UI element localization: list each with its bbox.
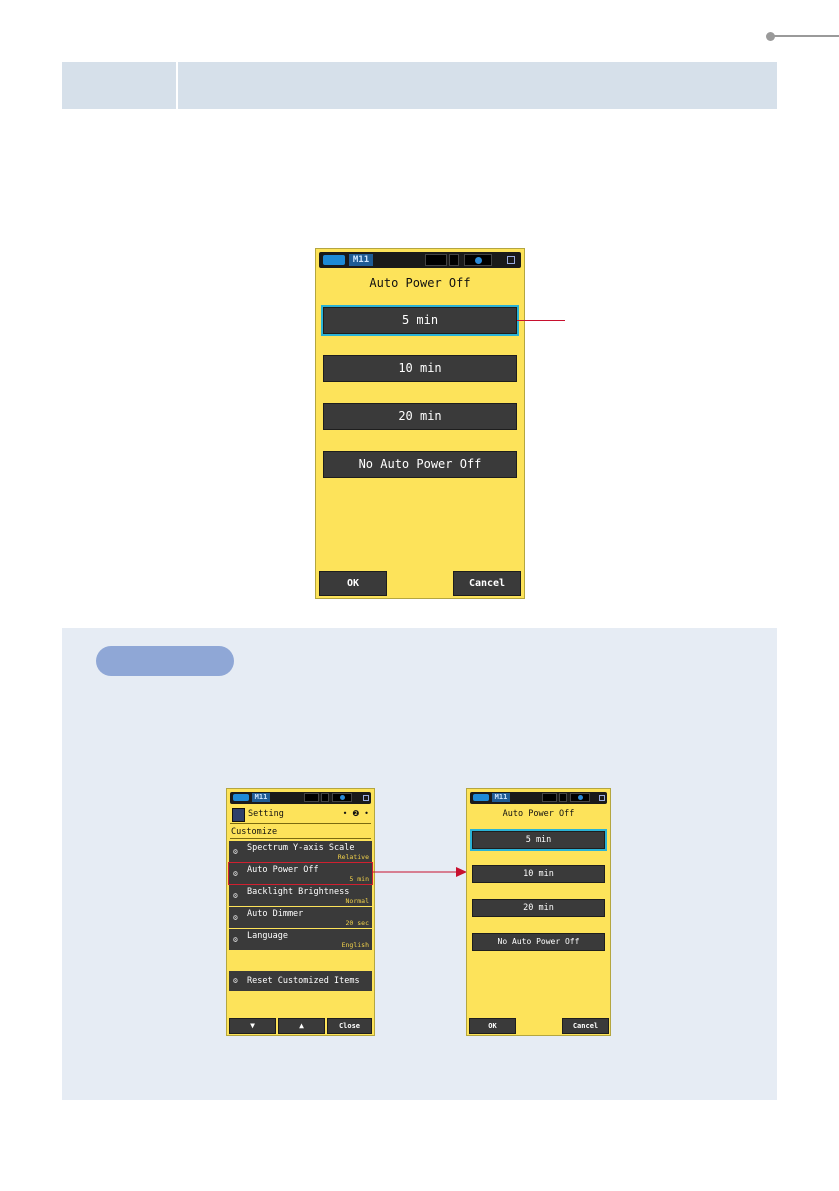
page-marker-dot: [766, 32, 775, 41]
status-cell: [425, 254, 447, 266]
screen-title: Auto Power Off: [502, 809, 575, 819]
setting-value: Relative: [337, 853, 369, 861]
title-underline: [230, 823, 371, 824]
setting-row-spectrum-y-axis-scale[interactable]: ⚙ Spectrum Y-axis Scale Relative: [229, 841, 372, 862]
status-cell: [304, 793, 319, 802]
scroll-up-button[interactable]: ▲: [278, 1018, 325, 1034]
gear-icon: ⚙: [233, 913, 238, 922]
lock-icon: [599, 795, 605, 801]
page-marker-line: [772, 35, 839, 37]
option-no-auto-power-off-button[interactable]: No Auto Power Off: [472, 933, 605, 951]
note-label-pill: [96, 646, 234, 676]
gear-icon: ⚙: [233, 935, 238, 944]
lock-icon: [507, 256, 515, 264]
device-screen-setting: M11 Setting • ❷ • Customize ⚙ Spectrum Y…: [226, 788, 375, 1036]
section-header-divider: [176, 62, 178, 109]
setting-row-auto-power-off[interactable]: ⚙ Auto Power Off 5 min: [228, 862, 373, 885]
section-header-band: [62, 62, 777, 109]
gear-icon: ⚙: [233, 976, 238, 985]
option-10-min-button[interactable]: 10 min: [323, 355, 517, 382]
back-icon[interactable]: [323, 255, 345, 265]
section-underline: [230, 838, 371, 839]
option-20-min-button[interactable]: 20 min: [472, 899, 605, 917]
gear-icon: ⚙: [233, 869, 238, 878]
sensor-icon: [578, 795, 583, 800]
status-bar: M11: [319, 252, 521, 268]
status-cell: [559, 793, 567, 802]
ok-button[interactable]: OK: [469, 1018, 516, 1034]
setting-value: 5 min: [349, 875, 369, 883]
back-icon[interactable]: [233, 794, 249, 801]
measurement-mode-badge: M11: [252, 793, 270, 802]
device-screen-auto-power-off-small: M11 Auto Power Off 5 min 10 min 20 min N…: [466, 788, 611, 1036]
setting-label: Auto Dimmer: [247, 909, 304, 919]
option-no-auto-power-off-button[interactable]: No Auto Power Off: [323, 451, 517, 478]
status-bar: M11: [230, 792, 371, 804]
setting-label: Language: [247, 931, 288, 941]
option-5-min-button[interactable]: 5 min: [470, 829, 607, 851]
option-20-min-button[interactable]: 20 min: [323, 403, 517, 430]
section-label: Customize: [231, 827, 278, 837]
setting-row-auto-dimmer[interactable]: ⚙ Auto Dimmer 20 sec: [229, 907, 372, 928]
callout-line: [517, 320, 565, 321]
reset-customized-items-button[interactable]: ⚙ Reset Customized Items: [229, 971, 372, 991]
cancel-button[interactable]: Cancel: [453, 571, 521, 596]
measurement-mode-badge: M11: [349, 254, 373, 266]
gear-icon: ⚙: [233, 891, 238, 900]
screen-title: Auto Power Off: [369, 276, 471, 290]
status-cell: [321, 793, 329, 802]
status-cell: [542, 793, 557, 802]
setting-label: Spectrum Y-axis Scale: [247, 843, 355, 853]
lock-icon: [363, 795, 369, 801]
setting-value: Normal: [345, 897, 369, 905]
setting-value: English: [341, 941, 369, 949]
note-panel: [62, 628, 777, 1100]
setting-row-language[interactable]: ⚙ Language English: [229, 929, 372, 950]
sensor-icon: [475, 257, 482, 264]
sensor-icon: [340, 795, 345, 800]
gear-icon: ⚙: [233, 847, 238, 856]
device-screen-auto-power-off: M11 Auto Power Off 5 min 10 min 20 min N…: [315, 248, 525, 599]
page-indicator: • ❷ •: [342, 809, 369, 818]
cancel-button[interactable]: Cancel: [562, 1018, 609, 1034]
option-10-min-button[interactable]: 10 min: [472, 865, 605, 883]
scroll-down-button[interactable]: ▼: [229, 1018, 276, 1034]
ok-button[interactable]: OK: [319, 571, 387, 596]
setting-value: 20 sec: [345, 919, 369, 927]
status-cell: [449, 254, 459, 266]
setting-label: Auto Power Off: [247, 865, 319, 875]
option-5-min-button[interactable]: 5 min: [321, 305, 519, 336]
arrow-icon: [372, 867, 467, 877]
back-icon[interactable]: [473, 794, 489, 801]
setting-label: Backlight Brightness: [247, 887, 350, 897]
setting-row-backlight-brightness[interactable]: ⚙ Backlight Brightness Normal: [229, 885, 372, 906]
status-bar: M11: [470, 792, 607, 804]
setting-icon: [232, 808, 245, 822]
reset-label: Reset Customized Items: [247, 976, 360, 986]
close-button[interactable]: Close: [327, 1018, 372, 1034]
screen-title: Setting: [248, 809, 284, 819]
measurement-mode-badge: M11: [492, 793, 510, 802]
